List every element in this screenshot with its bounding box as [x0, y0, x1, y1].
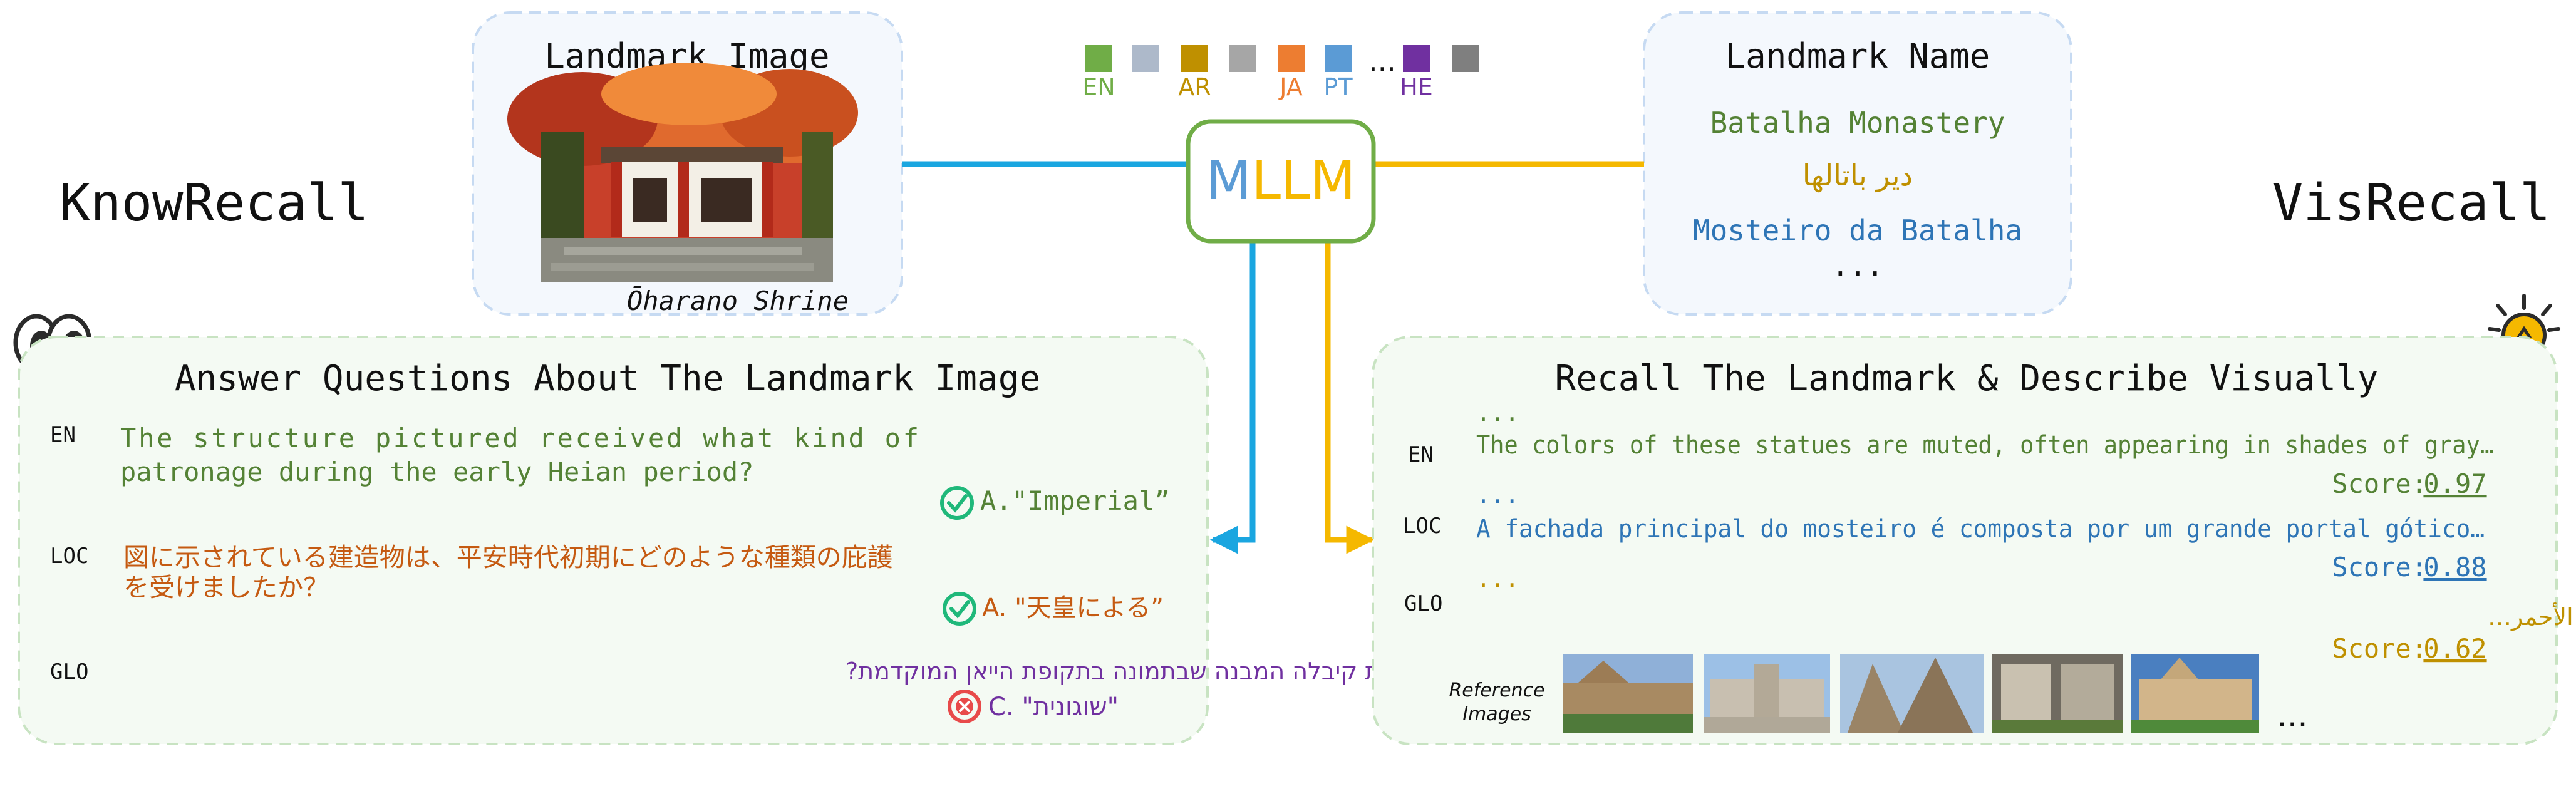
- knowrecall-tag-glo: GLO: [50, 659, 88, 685]
- visrecall-text-loc: A fachada principal do mosteiro é compos…: [1476, 515, 2485, 544]
- shrine-photo: [507, 63, 858, 282]
- correct-check-icon: [943, 592, 976, 626]
- language-swatch-label: HE: [1400, 73, 1433, 101]
- reference-label-line1: Reference: [1449, 679, 1544, 701]
- landmark-image-caption: Ōharano Shrine: [627, 286, 849, 316]
- language-swatch-label: JA: [1278, 73, 1303, 101]
- mllm-letter-l1: L: [1251, 150, 1281, 211]
- languages-ellipsis: ...: [1368, 44, 1396, 78]
- visrecall-score-label-glo: Score:: [2332, 633, 2427, 664]
- visrecall-score-glo: 0.62: [2423, 633, 2486, 664]
- visrecall-prefix-glo: ...: [1476, 565, 1519, 592]
- language-swatch-label: EN: [1082, 73, 1115, 101]
- mllm-letter-l2: L: [1281, 150, 1310, 211]
- visrecall-text-glo: الديرة مغطاة بالـلون الأحمر والأبيض، مع …: [2488, 602, 2576, 631]
- language-swatch-square: [1452, 45, 1479, 72]
- language-swatch-square: [1403, 45, 1430, 72]
- language-swatch-en: EN: [1082, 45, 1115, 101]
- visrecall-score-en: 0.97: [2423, 468, 2486, 499]
- language-swatch-square: [1278, 45, 1305, 72]
- visrecall-panel: Recall The Landmark & Describe Visually …: [1372, 336, 2576, 745]
- landmark-name-title: Landmark Name: [1725, 36, 1990, 76]
- reference-label-line2: Images: [1462, 703, 1531, 725]
- visrecall-prefix-en: ...: [1476, 399, 1519, 426]
- language-swatch-unlabeled-1: [1132, 45, 1159, 72]
- language-swatch-square: [1325, 45, 1352, 72]
- reference-image-5: [2131, 654, 2259, 733]
- knowrecall-answer-loc: A. "天皇による”: [982, 594, 1164, 623]
- reference-images-ellipsis: ...: [2277, 697, 2308, 735]
- language-swatch-square: [1181, 45, 1208, 72]
- language-swatch-unlabeled-7: [1452, 45, 1479, 72]
- visrecall-tag-en: EN: [1408, 442, 1434, 467]
- visrecall-text-en: The colors of these statues are muted, o…: [1476, 431, 2494, 460]
- correct-check-icon: [940, 486, 974, 520]
- visrecall-tag-loc: LOC: [1403, 514, 1441, 539]
- knowrecall-question-en-line2: patronage during the early Heian period?: [120, 457, 753, 487]
- knowrecall-question-loc-line2: を受けましたか？: [123, 572, 329, 602]
- language-swatch-unlabeled-3: [1229, 45, 1256, 72]
- language-swatch-label: AR: [1178, 73, 1211, 101]
- landmark-image-box: Landmark Image Ōharano Shrine: [472, 11, 903, 316]
- language-swatch-label: PT: [1323, 73, 1353, 101]
- visrecall-title: VisRecall: [2272, 173, 2550, 233]
- model-to-visrecall-arrow: [1325, 241, 1375, 554]
- reference-images: [1563, 654, 2259, 733]
- language-swatch-pt: PT: [1323, 45, 1353, 101]
- landmark-name-portuguese: Mosteiro da Batalha: [1693, 214, 2022, 247]
- language-swatch-ar: AR: [1178, 45, 1211, 101]
- landmark-name-arabic: دير باتالها: [1803, 158, 1913, 193]
- language-swatch-ja: JA: [1278, 45, 1305, 101]
- knowrecall-answer-glo: C. "שוגונית": [988, 693, 1119, 721]
- mllm-box: MLLM: [1186, 119, 1376, 244]
- mllm-letter-m1: M: [1206, 150, 1251, 211]
- language-swatch-square: [1229, 45, 1256, 72]
- visrecall-score-label-loc: Score:: [2332, 552, 2427, 582]
- knowrecall-panel-title: Answer Questions About The Landmark Imag…: [175, 358, 1040, 399]
- knowrecall-tag-en: EN: [50, 423, 76, 448]
- language-legend: EN AR JA PT HE: [1082, 45, 1479, 101]
- mllm-letter-m2: M: [1310, 150, 1355, 211]
- language-swatch-he: HE: [1400, 45, 1433, 101]
- visrecall-score-loc: 0.88: [2423, 552, 2486, 582]
- knowrecall-tag-loc: LOC: [50, 544, 88, 569]
- incorrect-cross-icon: [948, 690, 981, 723]
- reference-image-2: [1704, 654, 1830, 733]
- landmark-name-ellipsis: ...: [1831, 249, 1883, 282]
- visrecall-panel-title: Recall The Landmark & Describe Visually: [1555, 358, 2379, 399]
- mllm-label: MLLM: [1206, 150, 1356, 211]
- visrecall-tag-glo: GLO: [1404, 591, 1442, 616]
- landmark-name-english: Batalha Monastery: [1710, 106, 2005, 140]
- landmark-name-box: Landmark Name Batalha Monastery دير باتا…: [1643, 11, 2072, 316]
- reference-image-3: [1840, 654, 1984, 733]
- visrecall-score-label-en: Score:: [2332, 468, 2427, 499]
- model-to-knowrecall-arrow: [1209, 241, 1256, 554]
- language-swatch-square: [1132, 45, 1159, 72]
- knowrecall-question-loc-line1: 図に示されている建造物は、平安時代初期にどのような種類の庇護: [123, 542, 893, 572]
- language-swatch-square: [1085, 45, 1112, 72]
- reference-image-4: [1992, 654, 2123, 733]
- visrecall-prefix-loc: ...: [1476, 481, 1519, 509]
- reference-image-1: [1563, 654, 1693, 733]
- knowrecall-answer-en: A."Imperial”: [980, 485, 1170, 516]
- knowrecall-title: KnowRecall: [59, 173, 369, 233]
